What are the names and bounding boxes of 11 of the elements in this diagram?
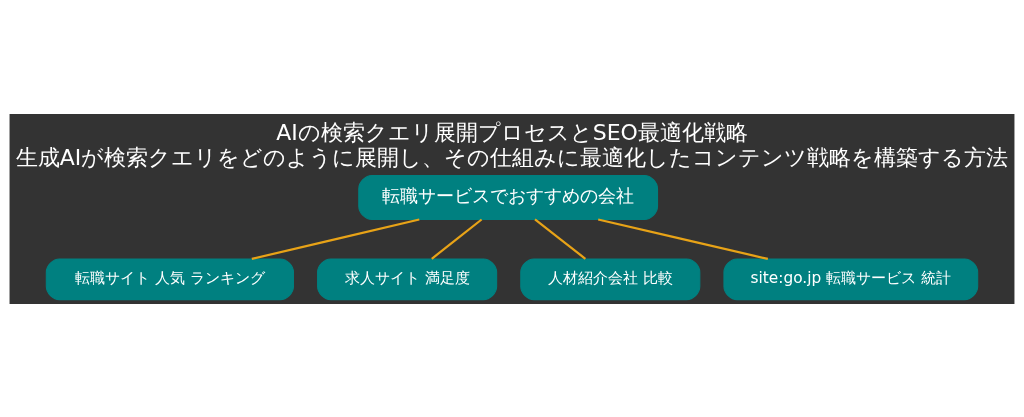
node-box: 人材紹介会社 比較 bbox=[520, 257, 701, 300]
diagram-title: AIの検索クエリ展開プロセスとSEO最適化戦略 bbox=[276, 119, 748, 145]
connector bbox=[431, 218, 483, 260]
node-box: site:go.jp 転職サービス 統計 bbox=[723, 257, 979, 300]
node-box: 転職サイト 人気 ランキング bbox=[45, 257, 294, 300]
node-box: 転職サービスでおすすめの会社 bbox=[358, 174, 659, 220]
caption: 生成AIが検索クエリをどのように展開し、その仕組みに最適化したコンテンツ戦略を構築する方法 bbox=[15, 144, 1009, 170]
connector bbox=[597, 217, 769, 260]
connector bbox=[251, 217, 420, 260]
connector bbox=[534, 218, 587, 260]
node-box: 求人サイト 満足度 bbox=[317, 257, 498, 300]
